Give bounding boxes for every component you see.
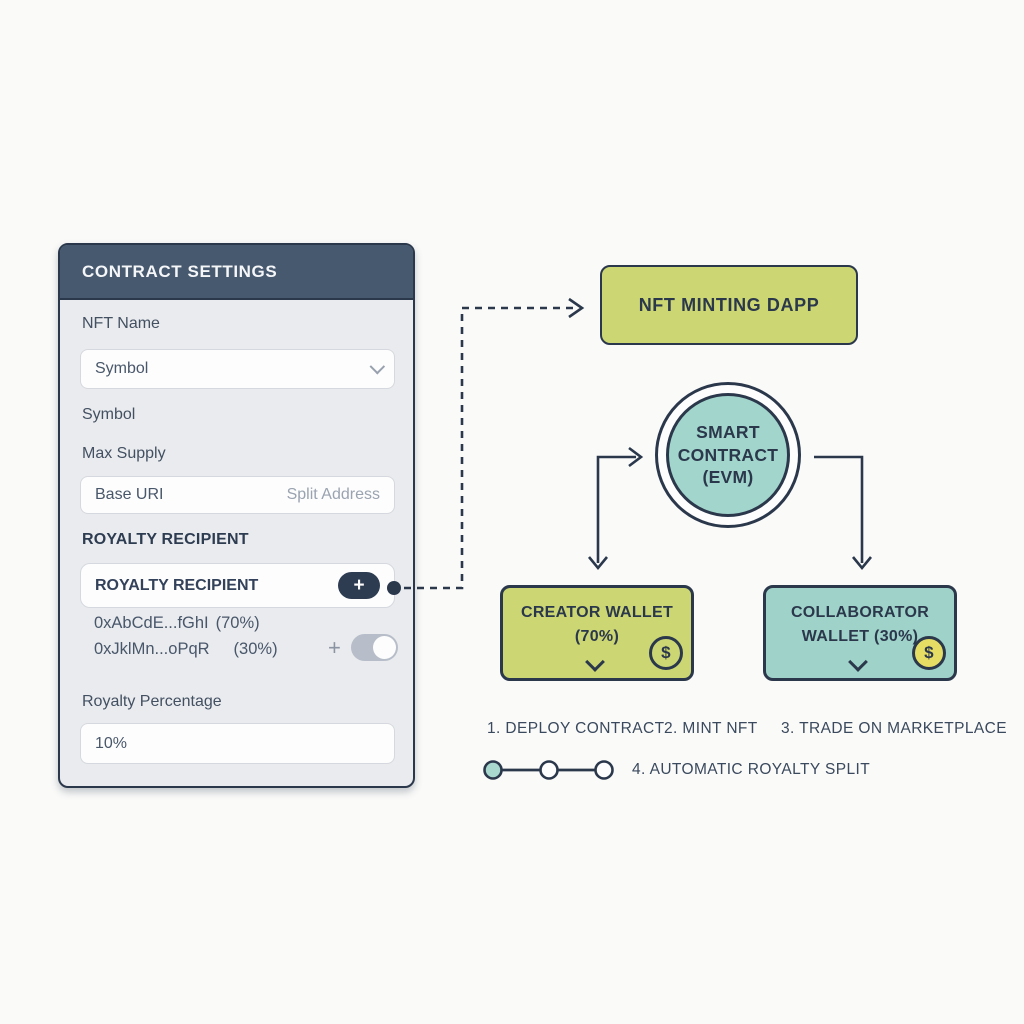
contract-line: (EVM) bbox=[702, 467, 754, 488]
left-elbow-line bbox=[596, 455, 636, 563]
wallet-share: (70%) bbox=[574, 628, 620, 645]
dashed-connector bbox=[404, 306, 578, 590]
step-dot bbox=[594, 760, 614, 780]
royalty-percentage-value: 10% bbox=[95, 734, 128, 752]
arrowhead-right-icon bbox=[568, 297, 585, 319]
base-uri-input[interactable]: Base URI Split Address bbox=[80, 476, 395, 514]
creator-wallet-node: CREATOR WALLET (70%) $ bbox=[500, 585, 694, 681]
base-uri-value: Base URI bbox=[95, 486, 164, 503]
wallet-share: WALLET (30%) bbox=[801, 628, 919, 645]
split-address-placeholder: Split Address bbox=[286, 486, 380, 503]
royalty-recipient-input[interactable]: ROYALTY RECIPIENT + bbox=[80, 563, 395, 608]
step-2-label: 2. MINT NFT bbox=[664, 720, 758, 737]
contract-line: CONTRACT bbox=[677, 444, 779, 465]
split-toggle[interactable] bbox=[350, 634, 398, 661]
contract-settings-panel: CONTRACT SETTINGS NFT Name Symbol Symbol… bbox=[58, 243, 415, 788]
smart-contract-node: SMART CONTRACT (EVM) bbox=[655, 382, 801, 528]
max-supply-label: Max Supply bbox=[82, 445, 166, 462]
nft-name-select[interactable]: Symbol bbox=[80, 349, 395, 389]
nft-name-select-value: Symbol bbox=[95, 360, 149, 377]
royalty-percentage-input[interactable]: 10% bbox=[80, 723, 395, 764]
step-dot-active bbox=[483, 760, 503, 780]
chevron-down-icon bbox=[585, 652, 605, 672]
arrowhead-right-icon bbox=[628, 446, 644, 468]
panel-title: CONTRACT SETTINGS bbox=[60, 245, 413, 300]
progress-stepper bbox=[483, 760, 614, 780]
step-4-label: 4. AUTOMATIC ROYALTY SPLIT bbox=[632, 761, 871, 778]
recipient-row: 0xJklMn...oPqR (30%) bbox=[94, 640, 278, 659]
royalty-recipient-label: ROYALTY RECIPIENT bbox=[82, 531, 249, 548]
recipient-address: 0xAbCdE...fGhI bbox=[94, 614, 209, 632]
recipient-address: 0xJklMn...oPqR bbox=[94, 640, 210, 658]
dollar-coin-icon: $ bbox=[912, 636, 946, 670]
step-dot bbox=[539, 760, 559, 780]
royalty-recipient-value: ROYALTY RECIPIENT bbox=[95, 576, 259, 594]
split-toggle-row: + bbox=[328, 634, 398, 661]
arrowhead-down-icon bbox=[587, 556, 609, 571]
nft-name-label: NFT Name bbox=[82, 315, 160, 332]
collaborator-wallet-node: COLLABORATOR WALLET (30%) $ bbox=[763, 585, 957, 681]
recipient-share: (30%) bbox=[233, 640, 278, 658]
royalty-percentage-label: Royalty Percentage bbox=[82, 693, 222, 710]
smart-contract-inner: SMART CONTRACT (EVM) bbox=[666, 393, 790, 517]
plus-icon: + bbox=[328, 634, 341, 660]
dollar-coin-icon: $ bbox=[649, 636, 683, 670]
arrowhead-down-icon bbox=[851, 556, 873, 571]
dapp-node-label: NFT MINTING DAPP bbox=[638, 294, 820, 315]
wallet-title: CREATOR WALLET bbox=[520, 604, 674, 621]
step-1-label: 1. DEPLOY CONTRACT bbox=[487, 720, 665, 737]
chevron-down-icon bbox=[369, 358, 386, 374]
recipient-row: 0xAbCdE...fGhI (70%) bbox=[94, 614, 260, 633]
wallet-title: COLLABORATOR bbox=[790, 604, 930, 621]
nft-minting-dapp-node: NFT MINTING DAPP bbox=[600, 265, 858, 345]
toggle-knob bbox=[372, 636, 396, 659]
add-recipient-button[interactable]: + bbox=[338, 572, 380, 599]
step-3-label: 3. TRADE ON MARKETPLACE bbox=[781, 720, 1007, 737]
chevron-down-icon bbox=[848, 652, 868, 672]
symbol-label: Symbol bbox=[82, 406, 136, 423]
right-elbow-line bbox=[814, 455, 864, 563]
recipient-share: (70%) bbox=[215, 614, 260, 632]
contract-line: SMART bbox=[696, 422, 760, 443]
